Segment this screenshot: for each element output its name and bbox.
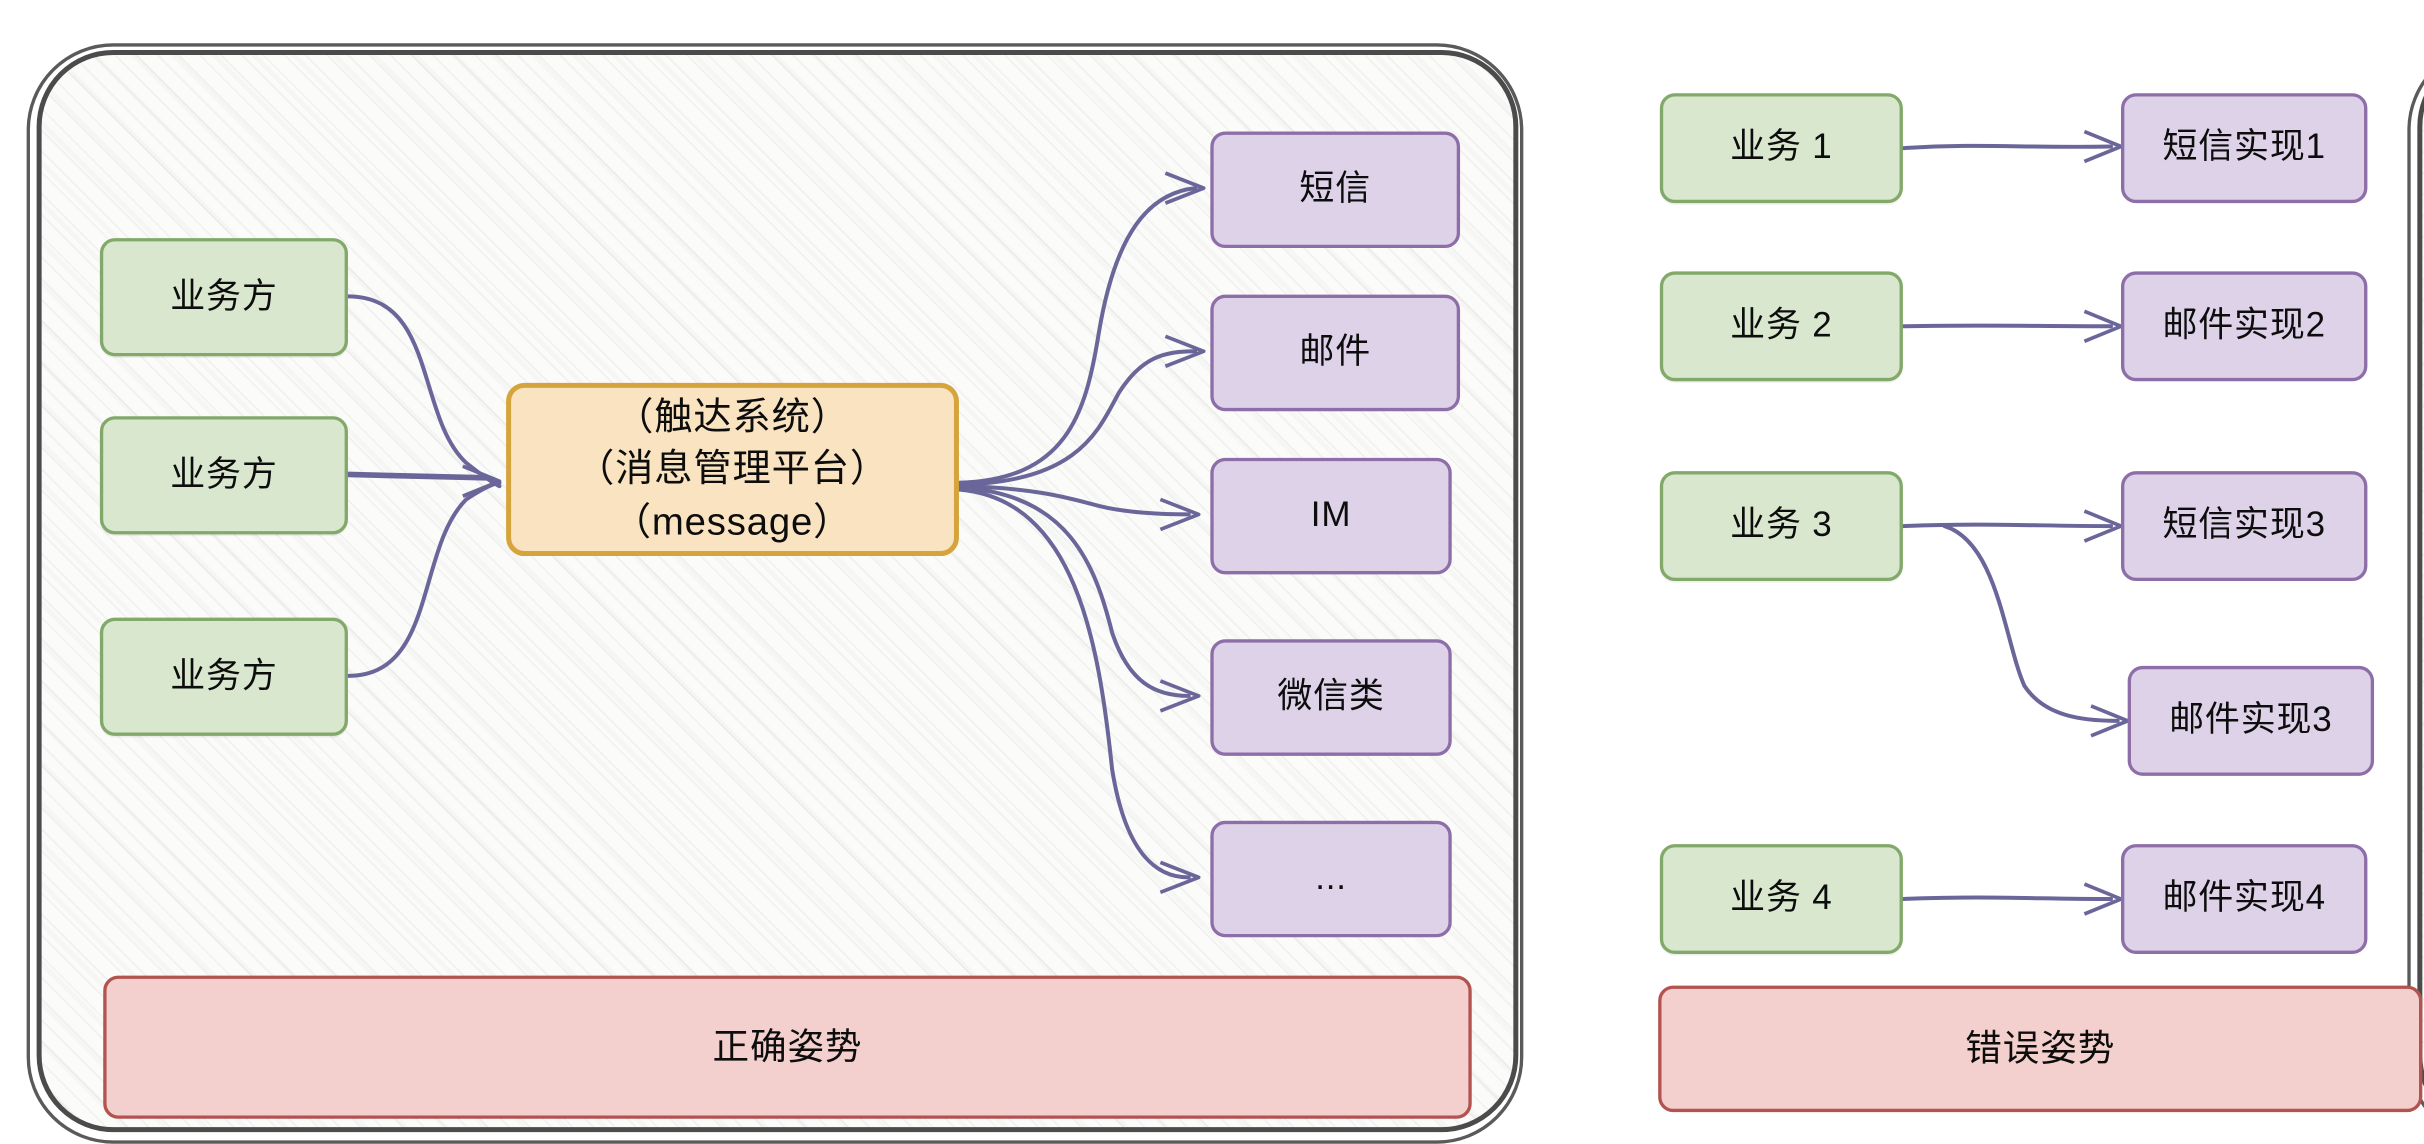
impl-box-email-2[interactable]: 邮件实现2 <box>2121 271 2368 382</box>
right-source-box-2[interactable]: 业务 2 <box>1659 271 1903 382</box>
channel-label-wechat: 微信类 <box>1277 677 1385 717</box>
channel-label-more: ... <box>1315 859 1347 898</box>
impl-box-email-4[interactable]: 邮件实现4 <box>2121 844 2368 954</box>
right-source-label-2: 业务 2 <box>1730 306 1833 345</box>
impl-label-email-2: 邮件实现2 <box>2162 306 2326 345</box>
impl-box-sms-1[interactable]: 短信实现1 <box>2121 93 2368 204</box>
left-source-box-3[interactable]: 业务方 <box>99 617 348 736</box>
left-source-label-3: 业务方 <box>170 657 278 696</box>
left-caption-label: 正确姿势 <box>712 1026 863 1068</box>
right-source-label-4: 业务 4 <box>1730 879 1833 918</box>
hub-label-line-3: （message） <box>612 498 853 543</box>
left-source-label-2: 业务方 <box>170 455 278 494</box>
channel-box-sms[interactable]: 短信 <box>1210 131 1461 249</box>
impl-box-sms-3[interactable]: 短信实现3 <box>2121 471 2368 582</box>
hub-box-message-platform[interactable]: （触达系统） （消息管理平台） （message） <box>506 382 959 557</box>
impl-label-email-3: 邮件实现3 <box>2169 701 2333 740</box>
impl-label-sms-1: 短信实现1 <box>2162 128 2326 167</box>
right-caption-label: 错误姿势 <box>1965 1028 2116 1070</box>
channel-label-im: IM <box>1310 496 1352 535</box>
channel-box-wechat[interactable]: 微信类 <box>1210 639 1452 756</box>
right-source-box-4[interactable]: 业务 4 <box>1659 844 1903 954</box>
channel-label-sms: 短信 <box>1299 170 1371 209</box>
channel-box-im[interactable]: IM <box>1210 457 1452 575</box>
impl-label-email-4: 邮件实现4 <box>2162 879 2326 918</box>
left-source-label-1: 业务方 <box>170 277 278 316</box>
channel-box-email[interactable]: 邮件 <box>1210 294 1461 412</box>
hub-label-lines-1-2: （触达系统） （消息管理平台） <box>576 394 890 491</box>
impl-label-sms-3: 短信实现3 <box>2162 506 2326 545</box>
channel-label-email: 邮件 <box>1299 333 1371 372</box>
right-caption-box: 错误姿势 <box>1658 985 2423 1113</box>
left-caption-box: 正确姿势 <box>103 975 1472 1119</box>
impl-box-email-3[interactable]: 邮件实现3 <box>2127 665 2375 776</box>
right-source-label-3: 业务 3 <box>1730 506 1833 545</box>
right-source-box-1[interactable]: 业务 1 <box>1659 93 1903 204</box>
wrong-approach-panel <box>2407 43 2424 1144</box>
right-source-box-3[interactable]: 业务 3 <box>1659 471 1903 582</box>
right-source-label-1: 业务 1 <box>1730 128 1833 167</box>
left-source-box-1[interactable]: 业务方 <box>99 238 348 357</box>
channel-box-more[interactable]: ... <box>1210 820 1452 938</box>
diagram-canvas: 业务方 业务方 业务方 （触达系统） （消息管理平台） （message） 短信… <box>26 43 2424 1144</box>
left-source-box-2[interactable]: 业务方 <box>99 416 348 535</box>
